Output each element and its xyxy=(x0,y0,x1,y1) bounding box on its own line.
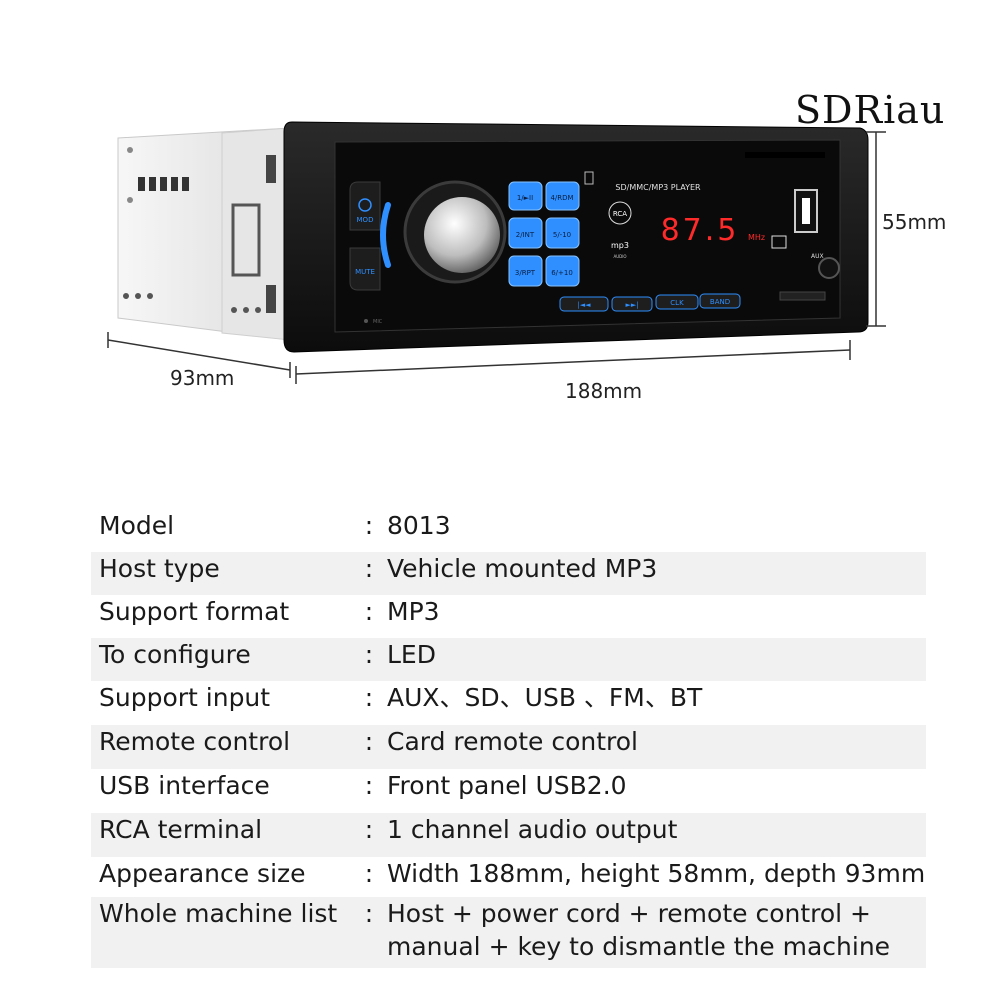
brand-logo: SDRiau xyxy=(795,88,946,132)
metal-chassis xyxy=(117,127,291,341)
spec-value: Host + power cord + remote control + man… xyxy=(387,899,891,961)
spec-colon: : xyxy=(364,771,374,800)
spec-colon: : xyxy=(364,683,374,712)
spec-label: Remote control xyxy=(99,727,291,756)
spec-row-support-format: Support format : MP3 xyxy=(91,595,926,638)
button-2-label: 2/INT xyxy=(516,231,535,239)
spec-label: Support format xyxy=(99,597,290,626)
mute-label: MUTE xyxy=(355,268,375,276)
dimension-lines xyxy=(107,131,886,384)
spec-label: RCA terminal xyxy=(99,815,263,844)
spec-label: Appearance size xyxy=(99,859,306,888)
spec-label: Model xyxy=(99,511,175,540)
mode-label: MOD xyxy=(357,216,374,224)
width-dimension: 188mm xyxy=(565,379,643,403)
mp3-logo-label: mp3 xyxy=(611,241,629,250)
spec-label: Support input xyxy=(99,683,271,712)
spec-colon: : xyxy=(364,727,374,756)
button-6-label: 6/+10 xyxy=(551,269,573,277)
frequency-display: 87.5 xyxy=(661,213,740,248)
spec-value: 1 channel audio output xyxy=(387,815,678,844)
spec-colon: : xyxy=(364,640,374,669)
spec-value: Width 188mm, height 58mm, depth 93mm xyxy=(387,859,926,888)
spec-colon: : xyxy=(364,554,374,583)
spec-value: LED xyxy=(387,640,436,669)
phone-icon xyxy=(358,198,372,212)
spec-colon: : xyxy=(364,899,374,928)
sd-card-slot xyxy=(779,291,826,301)
next-button-label: ►►| xyxy=(625,301,638,309)
spec-row-remote-control: Remote control : Card remote control xyxy=(91,725,926,769)
sd-slot-icon xyxy=(584,171,594,185)
panel-title: SD/MMC/MP3 PLAYER xyxy=(615,183,701,192)
height-dimension: 55mm xyxy=(882,210,947,234)
spec-row-rca-terminal: RCA terminal : 1 channel audio output xyxy=(91,813,926,857)
mp3-logo-sub: AUDIO xyxy=(613,254,626,259)
spec-row-support-input: Support input : AUX、SD、USB 、FM、BT xyxy=(91,681,926,725)
spec-row-host-type: Host type : Vehicle mounted MP3 xyxy=(91,552,926,595)
spec-label: Host type xyxy=(99,554,220,583)
spec-row-configure: To configure : LED xyxy=(91,638,926,681)
spec-row-usb-interface: USB interface : Front panel USB2.0 xyxy=(91,769,926,813)
spec-value: Front panel USB2.0 xyxy=(387,771,627,800)
button-1-label: 1/►II xyxy=(517,194,533,202)
spec-label: USB interface xyxy=(99,771,270,800)
button-5-label: 5/-10 xyxy=(553,231,571,239)
aux-jack-icon xyxy=(818,257,840,279)
spec-colon: : xyxy=(364,859,374,888)
volume-knob xyxy=(424,197,500,273)
spec-colon: : xyxy=(364,597,374,626)
button-3-label: 3/RPT xyxy=(515,269,536,277)
mic-label: MIC xyxy=(373,319,383,325)
spec-value: AUX、SD、USB 、FM、BT xyxy=(387,683,703,712)
spec-label: To configure xyxy=(99,640,251,669)
product-image: MOD MUTE 1/►II 4/RDM 2/INT 5/-10 3/RPT 6… xyxy=(107,121,886,384)
spec-value: MP3 xyxy=(387,597,440,626)
button-4-label: 4/RDM xyxy=(550,194,573,202)
front-panel: MOD MUTE 1/►II 4/RDM 2/INT 5/-10 3/RPT 6… xyxy=(283,121,869,353)
spec-row-appearance-size: Appearance size : Width 188mm, height 58… xyxy=(91,857,926,897)
spec-row-machine-list: Whole machine list : Host + power cord +… xyxy=(91,897,926,968)
spec-colon: : xyxy=(364,815,374,844)
frequency-unit: MHz xyxy=(748,233,765,242)
clk-button-label: CLK xyxy=(670,299,684,307)
depth-dimension: 93mm xyxy=(170,366,235,390)
aux-label: AUX xyxy=(811,253,824,260)
prev-button-label: |◄◄ xyxy=(577,301,591,309)
bluetooth-signal-icon xyxy=(771,235,787,249)
spec-value: Card remote control xyxy=(387,727,638,756)
rca-logo-label: RCA xyxy=(613,210,627,218)
spec-label: Whole machine list xyxy=(99,899,338,928)
spec-value: 8013 xyxy=(387,511,451,540)
band-button-label: BAND xyxy=(710,298,730,306)
spec-colon: : xyxy=(364,511,374,540)
spec-value: Vehicle mounted MP3 xyxy=(387,554,658,583)
spec-row-model: Model : 8013 xyxy=(91,509,926,552)
spec-table: Model : 8013 Host type : Vehicle mounted… xyxy=(91,509,926,968)
